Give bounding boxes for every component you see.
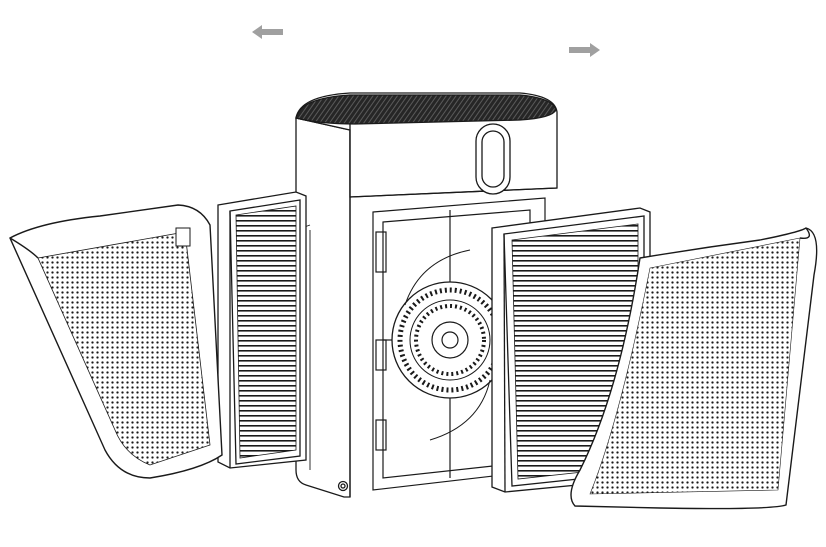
arrow-right-icon	[569, 43, 600, 57]
right-front-cover	[570, 227, 818, 510]
left-front-cover	[9, 204, 223, 479]
left-filter	[217, 191, 307, 469]
fan-assembly	[383, 210, 509, 478]
arrow-left-icon	[252, 25, 283, 39]
purifier-body	[295, 92, 558, 498]
